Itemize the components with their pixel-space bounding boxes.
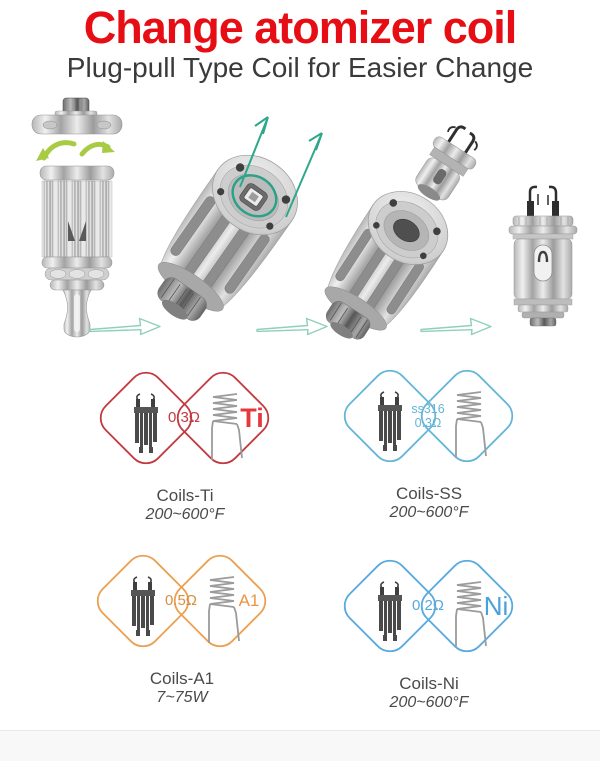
wire-coil-icon [208, 576, 240, 643]
step-arrow-icon [420, 317, 492, 336]
step-arrow-icon [256, 317, 328, 336]
material-label: Ni [483, 590, 509, 621]
diamond-outline [343, 559, 437, 653]
resistance-label: 0.2Ω [400, 588, 456, 624]
material-label: A1 [238, 591, 260, 610]
diamond-outline [420, 559, 514, 653]
coil-card-ti: 0.3Ω Ti Coils-Ti 200~600°F [85, 364, 285, 529]
page-title: Change atomizer coil [83, 2, 518, 53]
material-label: Ti [240, 402, 264, 433]
coil-card-ni-graphic [343, 559, 514, 653]
coil-card-a1: 0.5Ω A1 Coils-A1 7~75W [82, 547, 282, 712]
resistance-line: 0.3Ω [414, 416, 442, 430]
coil-head-icon [131, 576, 155, 636]
resistance-label: 0.5Ω [153, 583, 209, 619]
wire-coil-icon [455, 581, 487, 648]
pull-out-arrows-icon [239, 116, 323, 218]
coil-name: Coils-Ti [156, 486, 214, 505]
resistance-line: 0.3Ω [167, 409, 201, 426]
diamond-outline [173, 554, 267, 648]
step-arrow-icon [89, 317, 161, 336]
coil-range: 7~75W [156, 689, 208, 706]
atomizer-assembled-icon [31, 97, 123, 338]
replacement-coil-head-icon [508, 185, 578, 327]
coil-range: 200~600°F [389, 694, 469, 711]
coil-card-ti-graphic [99, 371, 270, 465]
coil-range: 200~600°F [145, 506, 225, 523]
coil-change-steps-illustration [31, 97, 578, 340]
atomizer-coil-pulled-out-icon [324, 125, 478, 340]
material-label [470, 398, 522, 434]
diamond-outline [420, 369, 514, 463]
diamond-outline [96, 554, 190, 648]
diamond-outline [99, 371, 193, 465]
resistance-line: ss316 [411, 402, 445, 416]
diamond-outline [343, 369, 437, 463]
resistance-line: 0.2Ω [411, 597, 445, 614]
resistance-label: ss316 0.3Ω [400, 398, 456, 434]
wire-coil-icon [211, 393, 243, 460]
coil-head-icon [378, 391, 402, 451]
coil-head-icon [134, 393, 158, 453]
resistance-label: 0.3Ω [156, 400, 212, 436]
coil-name: Coils-Ni [399, 674, 459, 693]
coil-highlight-ring-icon [231, 174, 278, 218]
coil-range: 200~600°F [389, 504, 469, 521]
coil-name: Coils-SS [395, 484, 463, 503]
resistance-line: 0.5Ω [164, 592, 198, 609]
bottom-divider-band [0, 730, 600, 761]
coil-card-a1-graphic [96, 554, 267, 648]
page-subtitle: Plug-pull Type Coil for Easier Change [66, 52, 534, 83]
diamond-outline [176, 371, 270, 465]
wire-coil-icon [455, 391, 487, 458]
coil-head-icon [378, 581, 402, 641]
coil-card-ss-graphic [343, 369, 514, 463]
rotate-cap-arrows-icon [36, 140, 115, 161]
coil-card-ni: 0.2Ω Ni Coils-Ni 200~600°F [329, 552, 529, 717]
atomizer-tilted-coil-highlighted-icon [157, 116, 323, 321]
coil-name: Coils-A1 [149, 669, 215, 688]
coil-card-ss: ss316 0.3Ω Coils-SS 200~600°F [329, 362, 529, 527]
